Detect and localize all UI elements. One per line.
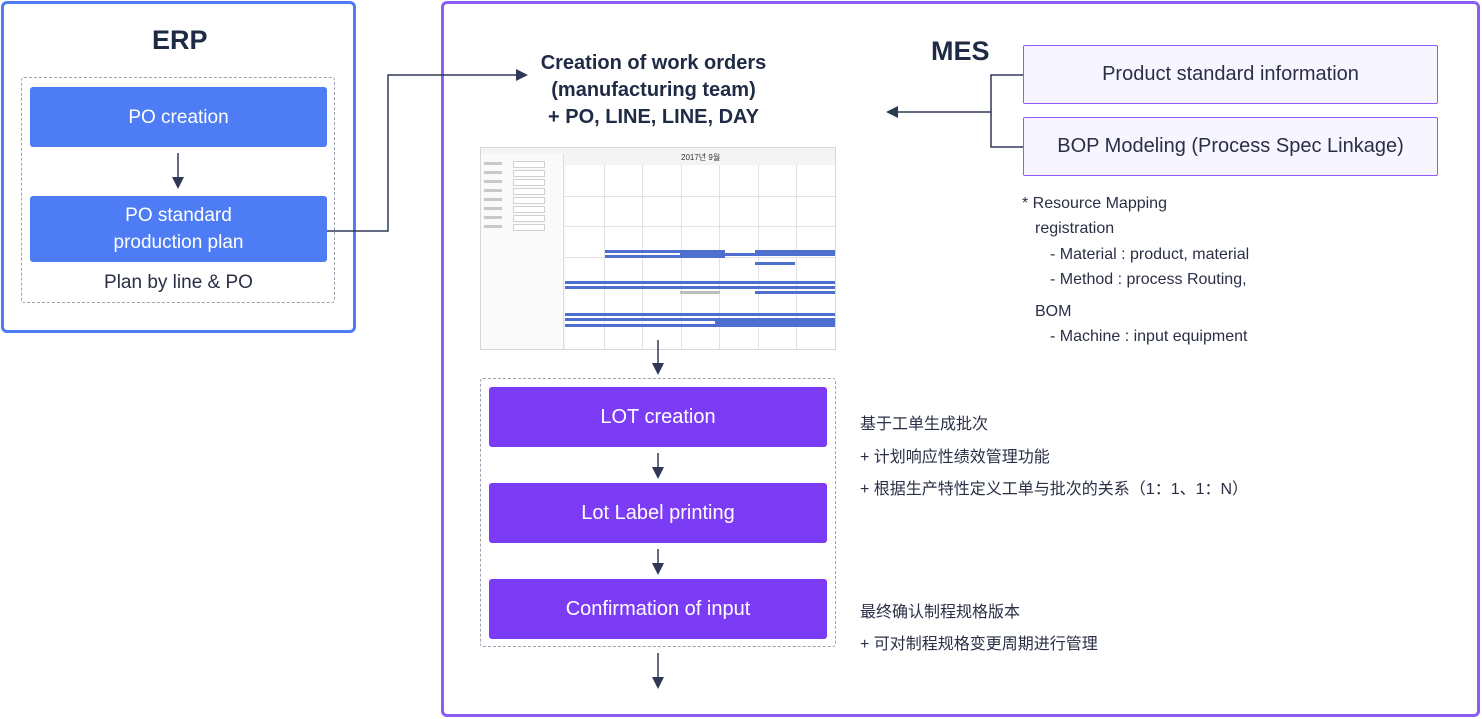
lot-dashed-group xyxy=(480,378,836,647)
calendar-form-label xyxy=(484,180,502,183)
calendar-event-bar xyxy=(755,291,835,294)
po-plan-box: PO standard production plan xyxy=(30,196,327,262)
resource-note-5: - Machine : input equipment xyxy=(1050,328,1248,345)
calendar-form-input xyxy=(513,224,545,231)
lot-note-1: + 计划响应性绩效管理功能 xyxy=(860,449,1050,466)
calendar-event-bar xyxy=(680,253,835,256)
calendar-form-input xyxy=(513,215,545,222)
calendar-event-bar xyxy=(755,262,795,265)
po-plan-line2: production plan xyxy=(113,232,244,253)
calendar-form-input xyxy=(513,170,545,177)
work-orders-line3: + PO, LINE, LINE, DAY xyxy=(548,106,759,128)
calendar-form-label xyxy=(484,225,502,228)
calendar-screenshot: 2017년 9월 xyxy=(480,147,836,350)
work-orders-line2: (manufacturing team) xyxy=(551,79,756,101)
calendar-event-bar xyxy=(565,286,835,289)
calendar-event-bar xyxy=(565,313,835,316)
lot-creation-box: LOT creation xyxy=(489,387,827,447)
confirm-note-0: 最终确认制程规格版本 xyxy=(860,604,1021,621)
calendar-form-label xyxy=(484,171,502,174)
calendar-event-bar xyxy=(565,324,835,327)
mes-bracket xyxy=(990,74,1023,148)
calendar-row-line xyxy=(565,226,835,228)
calendar-event-bar xyxy=(605,255,725,258)
calendar-form-label xyxy=(484,198,502,201)
calendar-event-bar xyxy=(680,291,720,294)
mes-panel xyxy=(441,1,1480,717)
bop-modeling-box: BOP Modeling (Process Spec Linkage) xyxy=(1023,117,1438,176)
plan-caption: Plan by line & PO xyxy=(104,272,253,293)
calendar-form-label xyxy=(484,189,502,192)
product-info-box: Product standard information xyxy=(1023,45,1438,104)
lot-note-0: 基于工单生成批次 xyxy=(860,416,989,433)
calendar-event-bar xyxy=(755,250,835,253)
erp-panel xyxy=(1,1,356,333)
calendar-event-bar xyxy=(565,281,835,284)
po-creation-box: PO creation xyxy=(30,87,327,147)
work-orders-title: Creation of work orders (manufacturing t… xyxy=(500,50,807,131)
resource-note-1: registration xyxy=(1035,220,1115,237)
po-plan-line1: PO standard xyxy=(125,205,232,226)
erp-to-mes-connector xyxy=(327,69,528,232)
calendar-grid xyxy=(565,165,835,349)
erp-dashed-group xyxy=(21,77,335,303)
confirm-note-1: + 可对制程规格变更周期进行管理 xyxy=(860,636,1098,653)
calendar-form-input xyxy=(513,179,545,186)
calendar-form-input xyxy=(513,161,545,168)
calendar-side-form xyxy=(481,154,564,349)
calendar-event-bar xyxy=(715,321,835,324)
resource-note-0: * Resource Mapping xyxy=(1022,195,1167,212)
erp-title: ERP xyxy=(152,25,208,55)
confirmation-box: Confirmation of input xyxy=(489,579,827,639)
resource-note-3: - Method : process Routing, xyxy=(1050,271,1247,288)
calendar-form-label xyxy=(484,207,502,210)
mes-title: MES xyxy=(931,36,990,66)
calendar-row-line xyxy=(565,195,835,197)
resource-note-2: - Material : product, material xyxy=(1050,246,1250,263)
calendar-form-input xyxy=(513,206,545,213)
resource-note-4: BOM xyxy=(1035,303,1072,320)
calendar-form-label xyxy=(484,216,502,219)
calendar-form-label xyxy=(484,162,502,165)
calendar-month-header: 2017년 9월 xyxy=(681,153,721,162)
calendar-form-input xyxy=(513,188,545,195)
lot-note-2: + 根据生产特性定义工单与批次的关系（1：1、1：N） xyxy=(860,481,1249,498)
lot-label-box: Lot Label printing xyxy=(489,483,827,543)
calendar-form-input xyxy=(513,197,545,204)
calendar-event-bar xyxy=(605,250,725,253)
work-orders-line1: Creation of work orders xyxy=(540,52,767,74)
calendar-event-bar xyxy=(565,318,835,321)
